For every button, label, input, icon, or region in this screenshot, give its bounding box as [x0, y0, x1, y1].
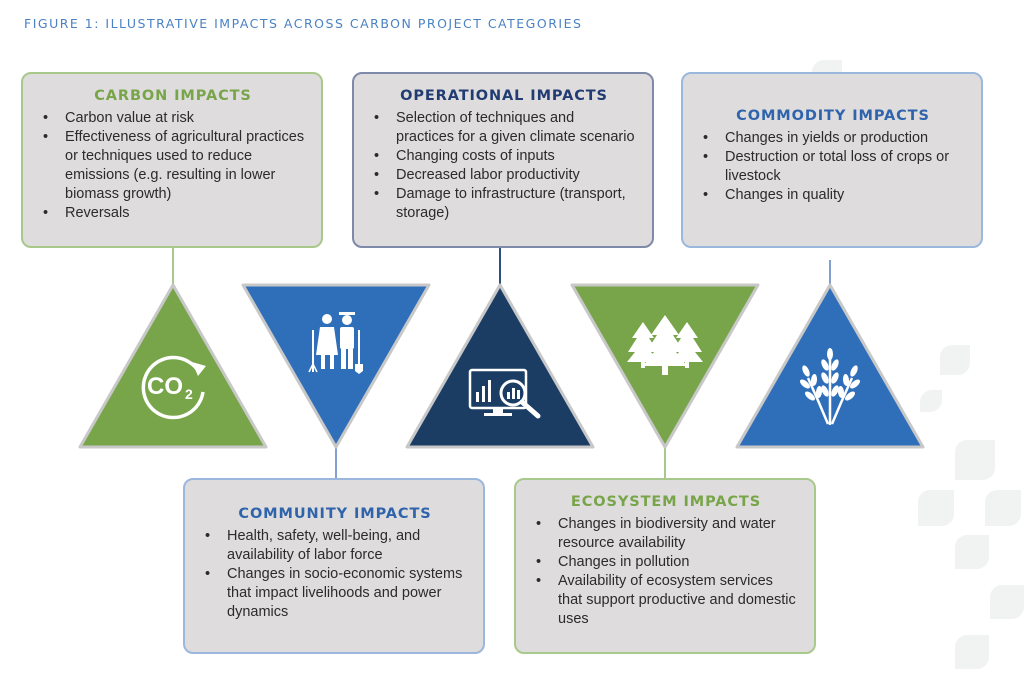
- list-item: Reversals: [43, 204, 305, 223]
- decorative-tile: [955, 635, 989, 669]
- community-impacts-box: COMMUNITY IMPACTS Health, safety, well-b…: [183, 478, 485, 654]
- carbon-impacts-list: Carbon value at risk Effectiveness of ag…: [41, 109, 305, 223]
- co2-text: CO: [147, 373, 183, 400]
- list-item: Changes in socio-economic systems that i…: [205, 565, 467, 622]
- co2-subscript: 2: [185, 386, 193, 402]
- decorative-tile: [955, 535, 989, 569]
- operational-triangle: [405, 283, 595, 449]
- list-item: Selection of techniques and practices fo…: [374, 109, 636, 147]
- list-item: Changes in yields or production: [703, 129, 965, 148]
- operational-impacts-box: OPERATIONAL IMPACTS Selection of techniq…: [352, 72, 654, 248]
- ecosystem-impacts-list: Changes in biodiversity and water resour…: [534, 515, 798, 629]
- decorative-tile: [920, 390, 942, 412]
- operational-impacts-title: OPERATIONAL IMPACTS: [400, 88, 608, 104]
- operational-impacts-list: Selection of techniques and practices fo…: [372, 109, 636, 223]
- list-item: Carbon value at risk: [43, 109, 305, 128]
- trees-icon: [627, 315, 703, 375]
- decorative-tile: [955, 440, 995, 480]
- list-item: Changing costs of inputs: [374, 147, 636, 166]
- community-triangle: [241, 283, 431, 449]
- decorative-tile: [940, 345, 970, 375]
- carbon-impacts-title: CARBON IMPACTS: [94, 88, 252, 104]
- list-item: Changes in quality: [703, 186, 965, 205]
- farmers-icon: [308, 312, 363, 374]
- data-analysis-icon: [468, 368, 541, 419]
- decorative-tile: [985, 490, 1021, 526]
- decorative-tile: [918, 490, 954, 526]
- co2-icon: CO 2: [141, 355, 206, 420]
- list-item: Health, safety, well-being, and availabi…: [205, 527, 467, 565]
- community-impacts-list: Health, safety, well-being, and availabi…: [203, 527, 467, 622]
- list-item: Damage to infrastructure (transport, sto…: [374, 185, 636, 223]
- wheat-icon: [800, 348, 860, 425]
- ecosystem-impacts-box: ECOSYSTEM IMPACTS Changes in biodiversit…: [514, 478, 816, 654]
- commodity-impacts-box: COMMODITY IMPACTS Changes in yields or p…: [681, 72, 983, 248]
- ecosystem-impacts-title: ECOSYSTEM IMPACTS: [570, 494, 762, 510]
- list-item: Decreased labor productivity: [374, 166, 636, 185]
- list-item: Destruction or total loss of crops or li…: [703, 148, 965, 186]
- commodity-impacts-list: Changes in yields or production Destruct…: [701, 129, 965, 205]
- list-item: Availability of ecosystem services that …: [536, 572, 798, 629]
- list-item: Changes in pollution: [536, 553, 798, 572]
- carbon-triangle: [78, 283, 268, 449]
- community-impacts-title: COMMUNITY IMPACTS: [238, 506, 432, 522]
- list-item: Changes in biodiversity and water resour…: [536, 515, 798, 553]
- carbon-impacts-box: CARBON IMPACTS Carbon value at risk Effe…: [21, 72, 323, 248]
- decorative-tile: [990, 585, 1024, 619]
- commodity-impacts-title: COMMODITY IMPACTS: [736, 108, 930, 124]
- figure-title: FIGURE 1: ILLUSTRATIVE IMPACTS ACROSS CA…: [24, 16, 583, 31]
- list-item: Effectiveness of agricultural practices …: [43, 128, 305, 204]
